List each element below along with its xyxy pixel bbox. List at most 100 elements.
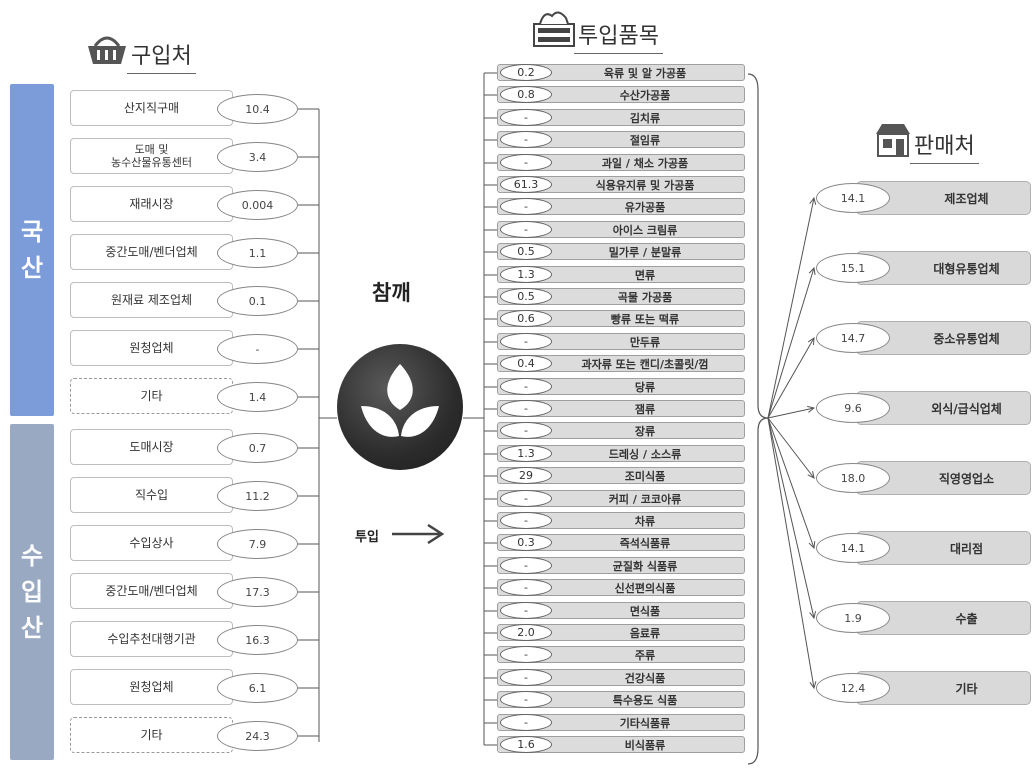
- source-box: 수입추천대행기관: [70, 621, 233, 657]
- item-row: - 김치류: [497, 109, 745, 126]
- item-label: 김치류: [629, 111, 661, 125]
- item-value: -: [500, 490, 552, 507]
- seller-arrow: [767, 417, 815, 689]
- item-row: -차류: [497, 512, 745, 529]
- item-value: 0.2: [500, 64, 552, 81]
- item-value: -: [500, 602, 552, 619]
- item-value: 0.5: [500, 288, 552, 305]
- store-icon: [874, 122, 912, 162]
- source-value: 3.4: [217, 142, 298, 172]
- item-row: -면식품: [497, 602, 745, 619]
- item-value: 0.8: [500, 86, 552, 103]
- seller-value: 1.9: [816, 603, 890, 633]
- source-value: 16.3: [217, 625, 298, 655]
- arrow-head-icon: [809, 611, 817, 620]
- item-label: 유가공품: [624, 200, 666, 214]
- seller-arrow: [767, 417, 815, 549]
- arrow-head-icon: [808, 266, 816, 275]
- item-label: 만두류: [629, 335, 661, 349]
- item-row: 0.2 육류 및 알 가공품: [497, 64, 745, 81]
- seller-value: 14.1: [816, 183, 890, 213]
- item-label: 즉석식품류: [619, 536, 671, 550]
- input-label: 투입: [355, 530, 379, 545]
- source-box: 도매 및 농수산물유통센터: [70, 138, 233, 174]
- domestic-band: 국 산: [10, 84, 54, 416]
- item-label: 곡물 가공품: [617, 290, 673, 304]
- item-row: - 건강식품: [497, 669, 745, 686]
- source-box: 산지직구매: [70, 90, 233, 126]
- item-value: -: [500, 400, 552, 417]
- item-value: -: [500, 221, 552, 238]
- item-value: -: [500, 691, 552, 708]
- item-value: -: [500, 512, 552, 529]
- item-label: 육류 및 알 가공품: [603, 66, 687, 80]
- arrow-head-icon: [808, 540, 816, 550]
- source-value: 10.4: [217, 94, 298, 124]
- source-box: 중간도매/벤더업체: [70, 234, 233, 270]
- item-value: 1.6: [500, 736, 552, 753]
- source-value: 17.3: [217, 577, 298, 607]
- item-label: 잼류: [634, 402, 656, 416]
- item-row: - 잼류: [497, 400, 745, 417]
- item-label: 절임류: [629, 133, 661, 147]
- source-value: 6.1: [217, 673, 298, 703]
- source-box: 직수입: [70, 477, 233, 513]
- sellers-heading-text: 판매처: [914, 134, 975, 159]
- seller-arrow: [767, 417, 815, 479]
- source-value: -: [217, 334, 298, 364]
- item-row: -기타식품류: [497, 714, 745, 731]
- source-value: 0.7: [217, 433, 298, 463]
- item-row: -만두류: [497, 333, 745, 350]
- items-heading: 투입품목: [574, 18, 663, 54]
- source-value: 0.1: [217, 286, 298, 316]
- item-value: -: [500, 154, 552, 171]
- item-row: -균질화 식품류: [497, 557, 745, 574]
- arrow-head-icon: [807, 471, 815, 479]
- arrow-head-icon: [809, 681, 817, 690]
- item-value: 2.0: [500, 624, 552, 641]
- items-heading-text: 투입품목: [578, 24, 659, 49]
- source-value: 1.4: [217, 382, 298, 412]
- item-value: 0.3: [500, 534, 552, 551]
- item-label: 비식품류: [624, 738, 666, 752]
- source-box: 도매시장: [70, 429, 233, 465]
- seller-value: 14.1: [816, 533, 890, 563]
- source-value: 7.9: [217, 529, 298, 559]
- item-value: -: [500, 378, 552, 395]
- item-value: 1.3: [500, 266, 552, 283]
- item-value: -: [500, 131, 552, 148]
- item-value: 0.6: [500, 310, 552, 327]
- item-value: -: [500, 669, 552, 686]
- sesame-leaf-icon: [337, 344, 463, 470]
- item-value: -: [500, 557, 552, 574]
- source-box: 원청업체: [70, 669, 233, 705]
- item-value: 61.3: [500, 176, 552, 193]
- arrow-head-icon: [807, 337, 815, 346]
- source-value: 11.2: [217, 481, 298, 511]
- item-value: -: [500, 646, 552, 663]
- source-value: 0.004: [217, 190, 298, 220]
- source-box: 기타: [70, 717, 233, 753]
- item-value: -: [500, 198, 552, 215]
- item-row: -주류: [497, 646, 745, 663]
- item-row: -당류: [497, 378, 745, 395]
- seller-arrow: [767, 337, 815, 419]
- item-label: 특수용도 식품: [612, 693, 678, 707]
- seller-value: 15.1: [816, 253, 890, 283]
- item-row: - 특수용도 식품: [497, 691, 745, 708]
- sellers-heading: 판매처: [910, 128, 979, 164]
- item-label: 커피 / 코코아류: [608, 492, 682, 506]
- item-label: 장류: [634, 424, 656, 438]
- item-label: 과자류 또는 캔디/초콜릿/껌: [581, 357, 709, 371]
- item-value: -: [500, 109, 552, 126]
- item-row: - 절임류: [497, 131, 745, 148]
- item-row: 1.6 비식품류: [497, 736, 745, 753]
- item-label: 건강식품: [624, 671, 666, 685]
- item-label: 드레싱 / 소스류: [608, 447, 682, 461]
